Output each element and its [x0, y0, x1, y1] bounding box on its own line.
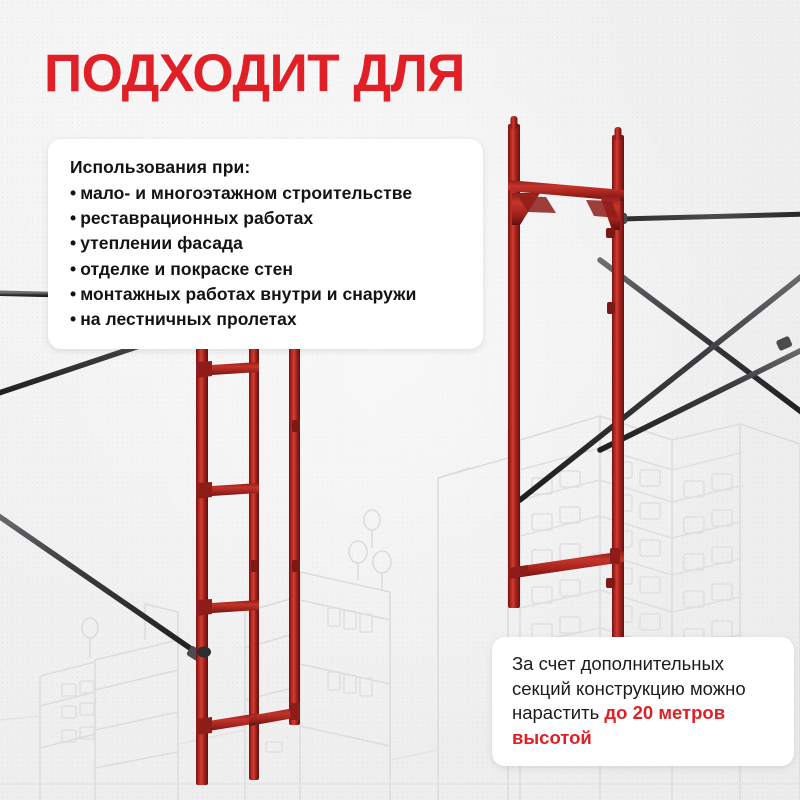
- growth-line-1: За счет дополнительных: [512, 653, 725, 674]
- growth-line-2: секций конструкцию: [512, 677, 685, 699]
- usage-card: Использования при: •мало- и многоэтажном…: [48, 139, 483, 350]
- page-title: ПОДХОДИТ ДЛЯ: [44, 44, 465, 103]
- growth-highlight-units: метров высотой: [512, 702, 726, 748]
- list-item-label: на лестничных пролетах: [80, 308, 297, 329]
- bullet-glyph: •: [70, 258, 77, 279]
- list-item: •утеплении фасада: [70, 231, 461, 256]
- growth-highlight-amount: до 20: [604, 702, 654, 724]
- list-item: •мало- и многоэтажном строительстве: [70, 181, 461, 206]
- list-item-label: реставрационных работах: [80, 208, 314, 229]
- usage-list: •мало- и многоэтажном строительстве •рес…: [70, 181, 461, 332]
- usage-card-heading: Использования при:: [70, 157, 251, 177]
- list-item: •монтажных работах внутри и снаружи: [70, 282, 461, 307]
- list-item-label: отделке и покраске стен: [80, 258, 293, 279]
- list-item-label: утеплении фасада: [80, 233, 243, 254]
- bullet-glyph: •: [70, 308, 77, 329]
- growth-card: За счет дополнительных секций конструкци…: [492, 637, 794, 767]
- growth-line-3-plain: можно нарастить: [512, 677, 746, 724]
- list-item: •на лестничных пролетах: [70, 307, 461, 332]
- list-item-label: монтажных работах внутри и снаружи: [80, 283, 417, 304]
- bullet-glyph: •: [70, 208, 77, 229]
- list-item: •отделке и покраске стен: [70, 257, 461, 282]
- bullet-glyph: •: [70, 233, 77, 254]
- list-item: •реставрационных работах: [70, 206, 461, 231]
- bullet-glyph: •: [70, 283, 77, 304]
- growth-card-text: За счет дополнительных секций конструкци…: [512, 652, 776, 750]
- list-item-label: мало- и многоэтажном строительстве: [80, 183, 413, 203]
- bullet-glyph: •: [70, 183, 77, 203]
